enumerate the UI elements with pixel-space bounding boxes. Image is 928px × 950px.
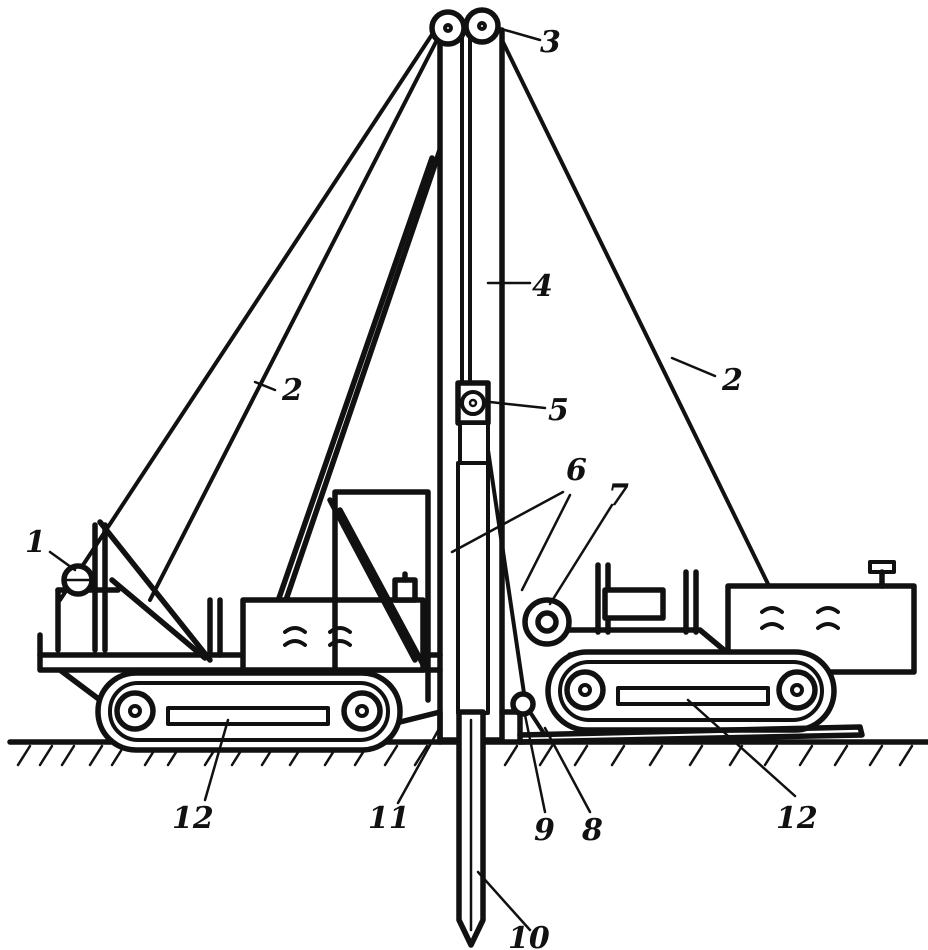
left-crawler-machine bbox=[37, 489, 523, 753]
hammer bbox=[455, 380, 527, 715]
label-1: 1 bbox=[25, 525, 46, 560]
vents-left bbox=[283, 626, 352, 647]
label-8: 8 bbox=[581, 813, 603, 848]
label-10: 10 bbox=[508, 921, 550, 950]
pile bbox=[456, 709, 486, 948]
vents-right bbox=[760, 606, 840, 630]
label-9: 9 bbox=[534, 813, 555, 848]
label-12-right: 12 bbox=[776, 801, 818, 836]
label-11: 11 bbox=[368, 801, 410, 836]
label-2-left: 2 bbox=[281, 373, 303, 408]
label-6: 6 bbox=[566, 453, 587, 488]
rear-brace bbox=[251, 147, 443, 673]
label-3: 3 bbox=[540, 25, 561, 60]
label-2-right: 2 bbox=[721, 363, 743, 398]
guy-ropes bbox=[58, 28, 817, 682]
label-12-left: 12 bbox=[172, 801, 214, 836]
right-crawler-machine bbox=[510, 560, 917, 745]
winch-frame bbox=[55, 519, 213, 663]
ground-hatching bbox=[16, 744, 914, 767]
label-5: 5 bbox=[548, 393, 569, 428]
leader-lines bbox=[48, 26, 797, 932]
top-sheaves bbox=[429, 7, 501, 47]
part-labels: 1 2 2 3 4 5 6 7 8 9 10 11 12 12 bbox=[25, 25, 818, 950]
label-7: 7 bbox=[608, 478, 629, 513]
label-4: 4 bbox=[532, 269, 553, 304]
